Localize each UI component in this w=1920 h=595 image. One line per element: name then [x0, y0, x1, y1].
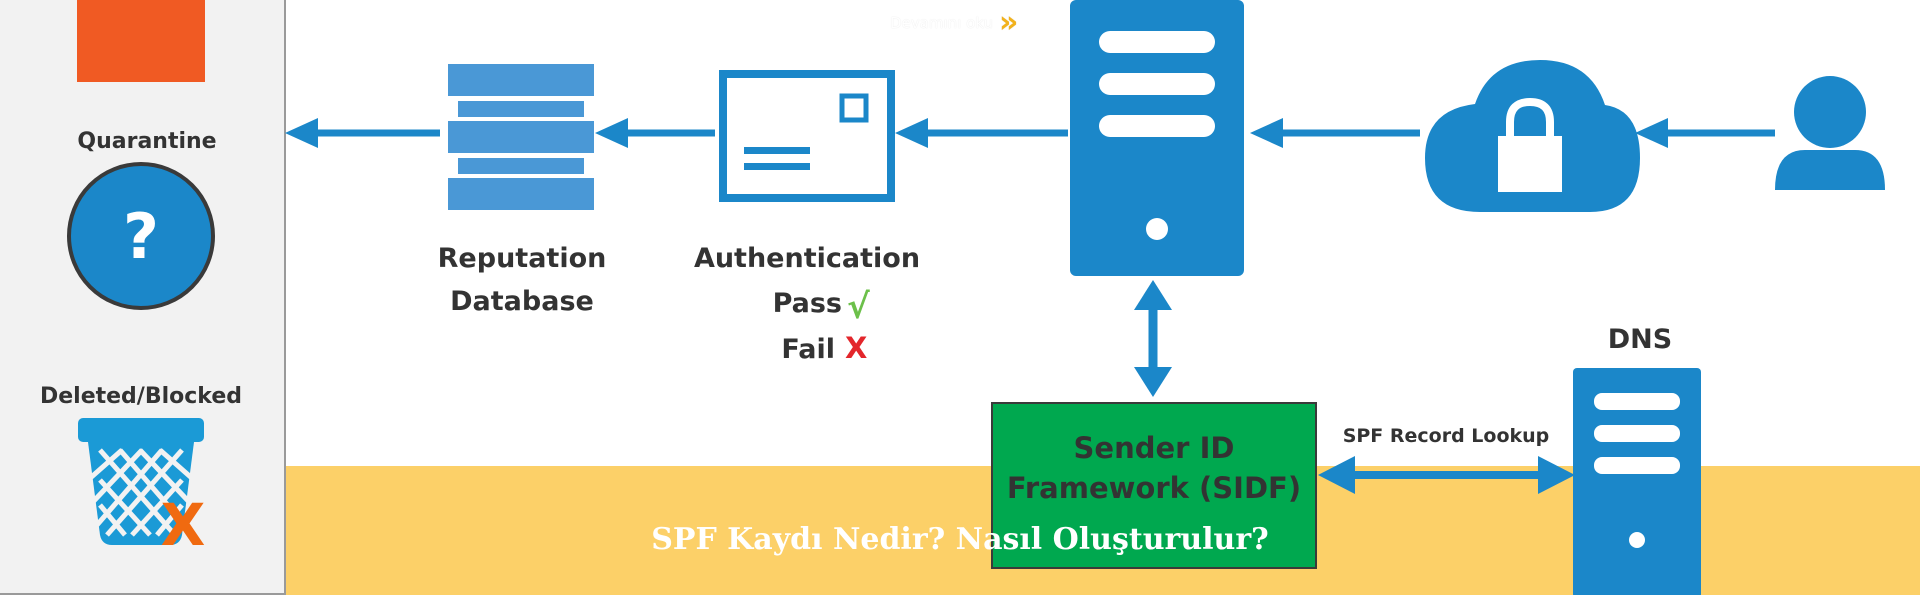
- double-chevron-right-icon: »: [998, 5, 1019, 40]
- sidf-label-2: Framework (SIDF): [1007, 471, 1301, 505]
- mail-server-icon: [1070, 0, 1244, 276]
- question-icon: [67, 162, 215, 310]
- deleted-blocked-label: Deleted/Blocked: [40, 384, 242, 409]
- fail-x-icon: X: [845, 331, 867, 365]
- cloud-lock-icon: [1425, 60, 1640, 212]
- pass-check-icon: √: [847, 287, 870, 327]
- fail-label: Fail: [781, 334, 835, 365]
- flow-arrows: [285, 118, 1775, 494]
- read-more-label: Devamını oku: [890, 14, 993, 32]
- sidf-label-1: Sender ID: [1074, 431, 1235, 465]
- envelope-icon: [719, 70, 895, 202]
- read-more-link[interactable]: Devamını oku »: [890, 5, 1019, 40]
- deleted-x-mark: X: [161, 491, 206, 559]
- sidf-box: [991, 402, 1317, 569]
- database-icon: [448, 64, 594, 210]
- quarantine-label: Quarantine: [77, 129, 216, 154]
- pass-label: Pass: [773, 288, 842, 319]
- reputation-label-2: Database: [450, 286, 594, 317]
- authentication-label: Authentication: [694, 243, 920, 274]
- reputation-label-1: Reputation: [438, 243, 607, 274]
- accepted-orange-box: [77, 0, 205, 82]
- trash-icon: [78, 418, 204, 545]
- dns-label: DNS: [1608, 324, 1672, 355]
- dns-server-icon: [1573, 368, 1701, 595]
- question-mark: ?: [123, 200, 159, 273]
- spf-lookup-label: SPF Record Lookup: [1343, 425, 1550, 447]
- user-icon: [1775, 76, 1885, 190]
